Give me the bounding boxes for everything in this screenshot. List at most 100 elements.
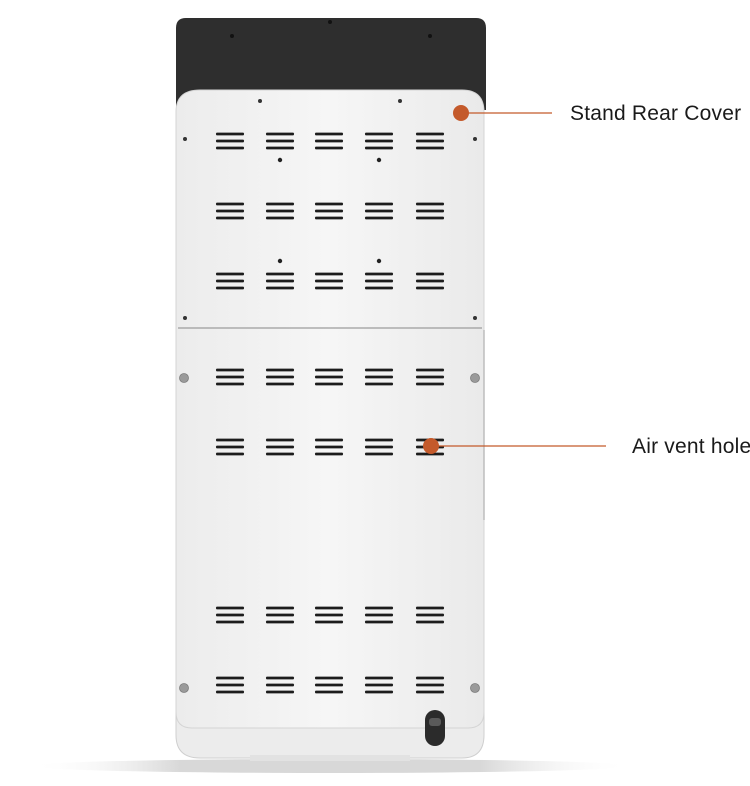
- vent-slot: [315, 272, 343, 276]
- vent-slot: [416, 613, 444, 617]
- air-vent-hole: [315, 368, 343, 386]
- vent-slot: [315, 606, 343, 610]
- vent-slot: [216, 146, 244, 150]
- screw: [470, 683, 480, 693]
- vent-slot: [216, 382, 244, 386]
- vent-slot: [266, 272, 294, 276]
- vent-slot: [315, 132, 343, 136]
- vent-slot: [365, 279, 393, 283]
- vent-slot: [315, 368, 343, 372]
- air-vent-hole: [365, 676, 393, 694]
- vent-slot: [365, 683, 393, 687]
- vent-slot: [416, 209, 444, 213]
- vent-slot: [365, 368, 393, 372]
- vent-slot: [216, 139, 244, 143]
- air-vent-hole: [266, 272, 294, 290]
- vent-slot: [266, 146, 294, 150]
- vent-slot: [365, 139, 393, 143]
- vent-slot: [315, 676, 343, 680]
- air-vent-hole: [266, 606, 294, 624]
- air-vent-hole: [416, 368, 444, 386]
- vent-slot: [266, 382, 294, 386]
- air-vent-hole: [315, 606, 343, 624]
- vent-slot: [365, 202, 393, 206]
- screw: [183, 316, 187, 320]
- air-vent-hole: [416, 676, 444, 694]
- vent-slot: [266, 620, 294, 624]
- vent-slot: [266, 132, 294, 136]
- vent-slot: [365, 613, 393, 617]
- vent-slot: [416, 132, 444, 136]
- vent-slot: [266, 368, 294, 372]
- screw: [470, 373, 480, 383]
- air-vent-hole: [416, 272, 444, 290]
- vent-slot: [266, 286, 294, 290]
- vent-slot: [416, 286, 444, 290]
- top-panel: [176, 18, 486, 110]
- air-vent-hole: [315, 202, 343, 220]
- air-vent-hole: [216, 132, 244, 150]
- vent-slot: [266, 139, 294, 143]
- air-vent-hole: [315, 676, 343, 694]
- vent-slot: [315, 690, 343, 694]
- screw: [230, 34, 234, 38]
- vent-slot: [315, 139, 343, 143]
- vent-slot: [216, 209, 244, 213]
- vent-slot: [266, 279, 294, 283]
- vent-slot: [416, 606, 444, 610]
- callout-label-stand-rear-cover: Stand Rear Cover: [570, 102, 742, 125]
- vent-slot: [315, 286, 343, 290]
- vent-slot: [315, 146, 343, 150]
- vent-slot: [416, 279, 444, 283]
- vent-slot: [416, 139, 444, 143]
- vent-slot: [365, 216, 393, 220]
- air-vent-hole: [216, 202, 244, 220]
- screw: [258, 99, 262, 103]
- callout-label-air-vent-hole: Air vent hole: [632, 435, 750, 458]
- vent-slot: [216, 690, 244, 694]
- vent-slot: [315, 382, 343, 386]
- mount-dot: [376, 258, 382, 264]
- vent-slot: [416, 676, 444, 680]
- air-vent-hole: [365, 132, 393, 150]
- vent-slot: [216, 216, 244, 220]
- vent-slot: [416, 683, 444, 687]
- air-vent-hole: [365, 606, 393, 624]
- vent-slot: [216, 676, 244, 680]
- screw: [473, 316, 477, 320]
- vent-slot: [416, 216, 444, 220]
- vent-slot: [216, 272, 244, 276]
- air-vent-hole: [216, 368, 244, 386]
- vent-slot: [216, 613, 244, 617]
- mount-dot: [376, 157, 382, 163]
- vent-slot: [365, 690, 393, 694]
- air-vent-hole: [266, 132, 294, 150]
- vent-slot: [416, 382, 444, 386]
- vent-slot: [416, 368, 444, 372]
- screw: [328, 20, 332, 24]
- vent-slot: [216, 132, 244, 136]
- vent-slot: [365, 132, 393, 136]
- vent-slot: [365, 676, 393, 680]
- vent-slot: [315, 216, 343, 220]
- vent-slot: [365, 382, 393, 386]
- vent-slot: [216, 375, 244, 379]
- vent-slot: [365, 620, 393, 624]
- air-vent-hole: [266, 202, 294, 220]
- vent-slot: [315, 202, 343, 206]
- air-vent-hole: [315, 438, 343, 456]
- cable-hole-inner: [429, 718, 441, 726]
- air-vent-hole: [365, 368, 393, 386]
- air-vent-hole: [266, 676, 294, 694]
- vent-slot: [266, 606, 294, 610]
- vent-slot: [216, 683, 244, 687]
- screws: [179, 20, 480, 693]
- vent-slot: [365, 606, 393, 610]
- screw: [473, 137, 477, 141]
- air-vent-hole: [416, 132, 444, 150]
- vent-slot: [315, 452, 343, 456]
- vent-slot: [365, 445, 393, 449]
- screw: [179, 373, 189, 383]
- vent-slot: [416, 452, 444, 456]
